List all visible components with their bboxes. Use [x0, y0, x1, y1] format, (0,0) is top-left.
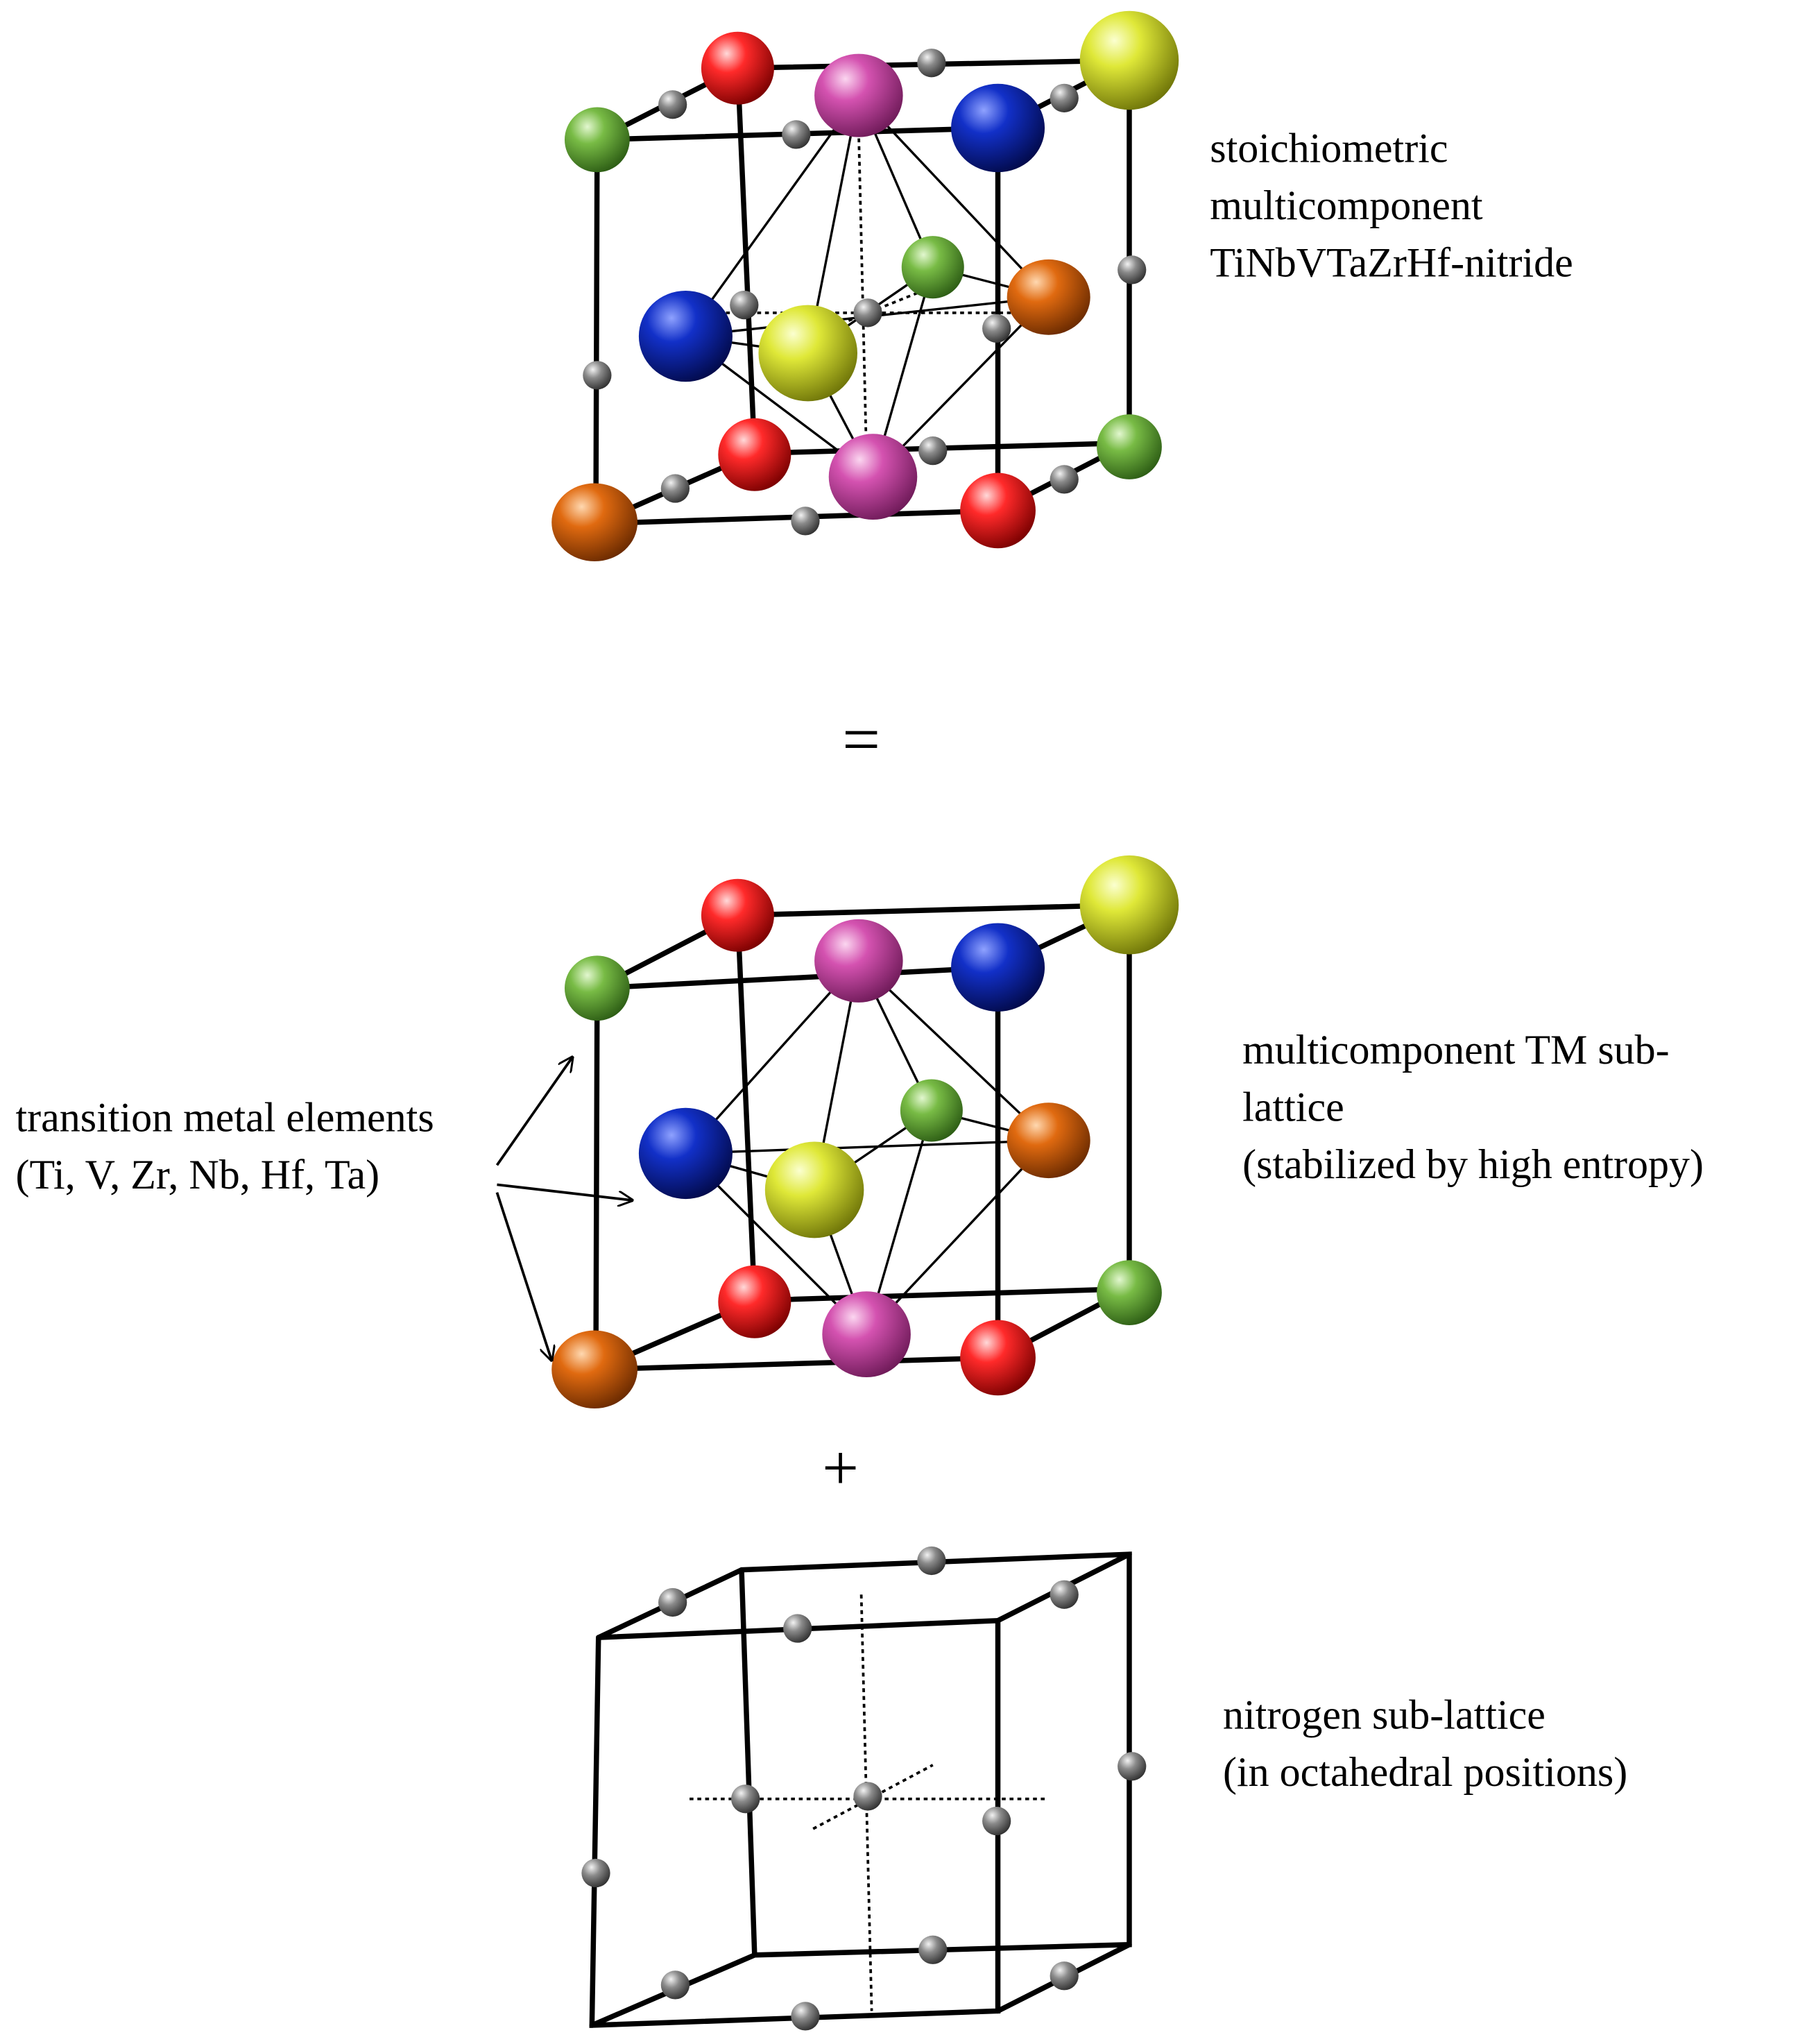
nitrogen-atom [783, 1614, 812, 1643]
nitrogen-atom [583, 361, 612, 390]
metal-atom-red [960, 1320, 1036, 1396]
nitrogen-atom [730, 290, 759, 320]
metal-atom-red [960, 472, 1036, 549]
pointer-arrows [495, 1057, 632, 1361]
nitrogen-atom [853, 298, 882, 327]
nitrogen-atom [853, 1782, 882, 1811]
label-nitrogen: nitrogen sub-lattice (in octahedral posi… [1223, 1692, 1627, 1795]
nitrogen-atom [1050, 1580, 1079, 1609]
metal-atom-green [1097, 414, 1162, 479]
metal-atom-orange [1007, 1102, 1090, 1179]
metal-atom-green [564, 107, 630, 173]
cell-edges [589, 1551, 1132, 2028]
nitrogen-atom [917, 49, 946, 78]
metal-atom-magenta [822, 1291, 911, 1378]
nitrogen-atom [731, 1785, 760, 1814]
nitrogen-atom [1050, 465, 1079, 494]
metal-atom-magenta [814, 53, 903, 137]
nitrogen-atom [1050, 83, 1079, 112]
metal-atom-orange [551, 483, 638, 562]
label-top-line-3: TiNbVTaZrHf-nitride [1210, 239, 1573, 285]
metal-atom-red [718, 418, 791, 491]
metal-atom-orange [551, 1330, 638, 1409]
plus-sign: + [822, 1431, 859, 1504]
metal-atom-green [901, 236, 964, 299]
metal-atom-red [701, 878, 774, 952]
label-top-line-2: multicomponent [1210, 182, 1483, 228]
metal-atoms [551, 10, 1179, 562]
nitride-unit-cell [551, 10, 1179, 562]
nitrogen-atom [658, 1587, 687, 1617]
nitrogen-atom [982, 1806, 1011, 1836]
metal-atom-yellow [1079, 10, 1179, 110]
metal-atom-yellow [1079, 855, 1179, 955]
metal-atom-yellow [764, 1141, 864, 1238]
arrow-to-blue-atom [497, 1183, 632, 1200]
nitrogen-atom [791, 2002, 820, 2031]
arrow-to-orange-atom [495, 1192, 551, 1361]
label-tm-right-line-1: multicomponent TM sub- [1242, 1027, 1670, 1073]
metal-atoms [551, 855, 1179, 1409]
center-axes-dotted [690, 1594, 1047, 2011]
nitrogen-atom [581, 1858, 610, 1888]
nitrogen-atom [660, 1970, 690, 2000]
label-tm-right-line-2: lattice [1242, 1084, 1344, 1130]
metal-atom-green [564, 955, 630, 1021]
label-top-line-1: stoichiometric [1210, 125, 1448, 171]
label-nitrogen-line-2: (in octahedral positions) [1223, 1749, 1627, 1795]
nitrogen-atom [782, 120, 811, 149]
arrow-to-green-atom [495, 1057, 572, 1166]
label-tm-left-line-1: transition metal elements [16, 1095, 434, 1141]
nitrogen-atom [1118, 1752, 1147, 1781]
metal-atom-blue [951, 923, 1045, 1012]
metal-atom-green [900, 1079, 963, 1142]
metal-atom-magenta [828, 434, 918, 520]
equals-sign: = [842, 702, 880, 777]
label-nitrogen-line-1: nitrogen sub-lattice [1223, 1692, 1546, 1737]
nitrogen-sublattice [581, 1546, 1147, 2031]
metal-atom-orange [1007, 259, 1090, 335]
nitrogen-atom [918, 1935, 948, 1964]
metal-atom-magenta [814, 919, 903, 1003]
metal-atom-blue [638, 1107, 733, 1200]
nitrogen-atoms [581, 1546, 1147, 2031]
nitrogen-atom [917, 1546, 946, 1576]
metal-atom-blue [638, 290, 733, 382]
nitrogen-atom [660, 474, 690, 503]
metal-atom-green [1097, 1260, 1162, 1326]
metal-atom-yellow [758, 305, 857, 402]
metal-atom-blue [951, 83, 1045, 173]
nitrogen-atoms [583, 49, 1147, 536]
label-tm-left-line-2: (Ti, V, Zr, Nb, Hf, Ta) [16, 1152, 380, 1198]
nitrogen-atom [918, 436, 948, 466]
label-tm-right-line-3: (stabilized by high entropy) [1242, 1141, 1704, 1187]
nitrogen-atom [982, 314, 1011, 343]
label-tm-right: multicomponent TM sub- lattice (stabiliz… [1242, 1027, 1704, 1187]
metal-sublattice [495, 855, 1179, 1409]
nitrogen-atom [1118, 255, 1147, 284]
nitrogen-atom [1050, 1961, 1079, 1991]
nitrogen-atom [791, 506, 820, 536]
label-top: stoichiometric multicomponent TiNbVTaZrH… [1210, 125, 1573, 285]
metal-atom-red [718, 1265, 791, 1338]
metal-atom-red [701, 31, 774, 105]
label-tm-left: transition metal elements (Ti, V, Zr, Nb… [16, 1095, 434, 1198]
nitrogen-atom [658, 90, 687, 119]
